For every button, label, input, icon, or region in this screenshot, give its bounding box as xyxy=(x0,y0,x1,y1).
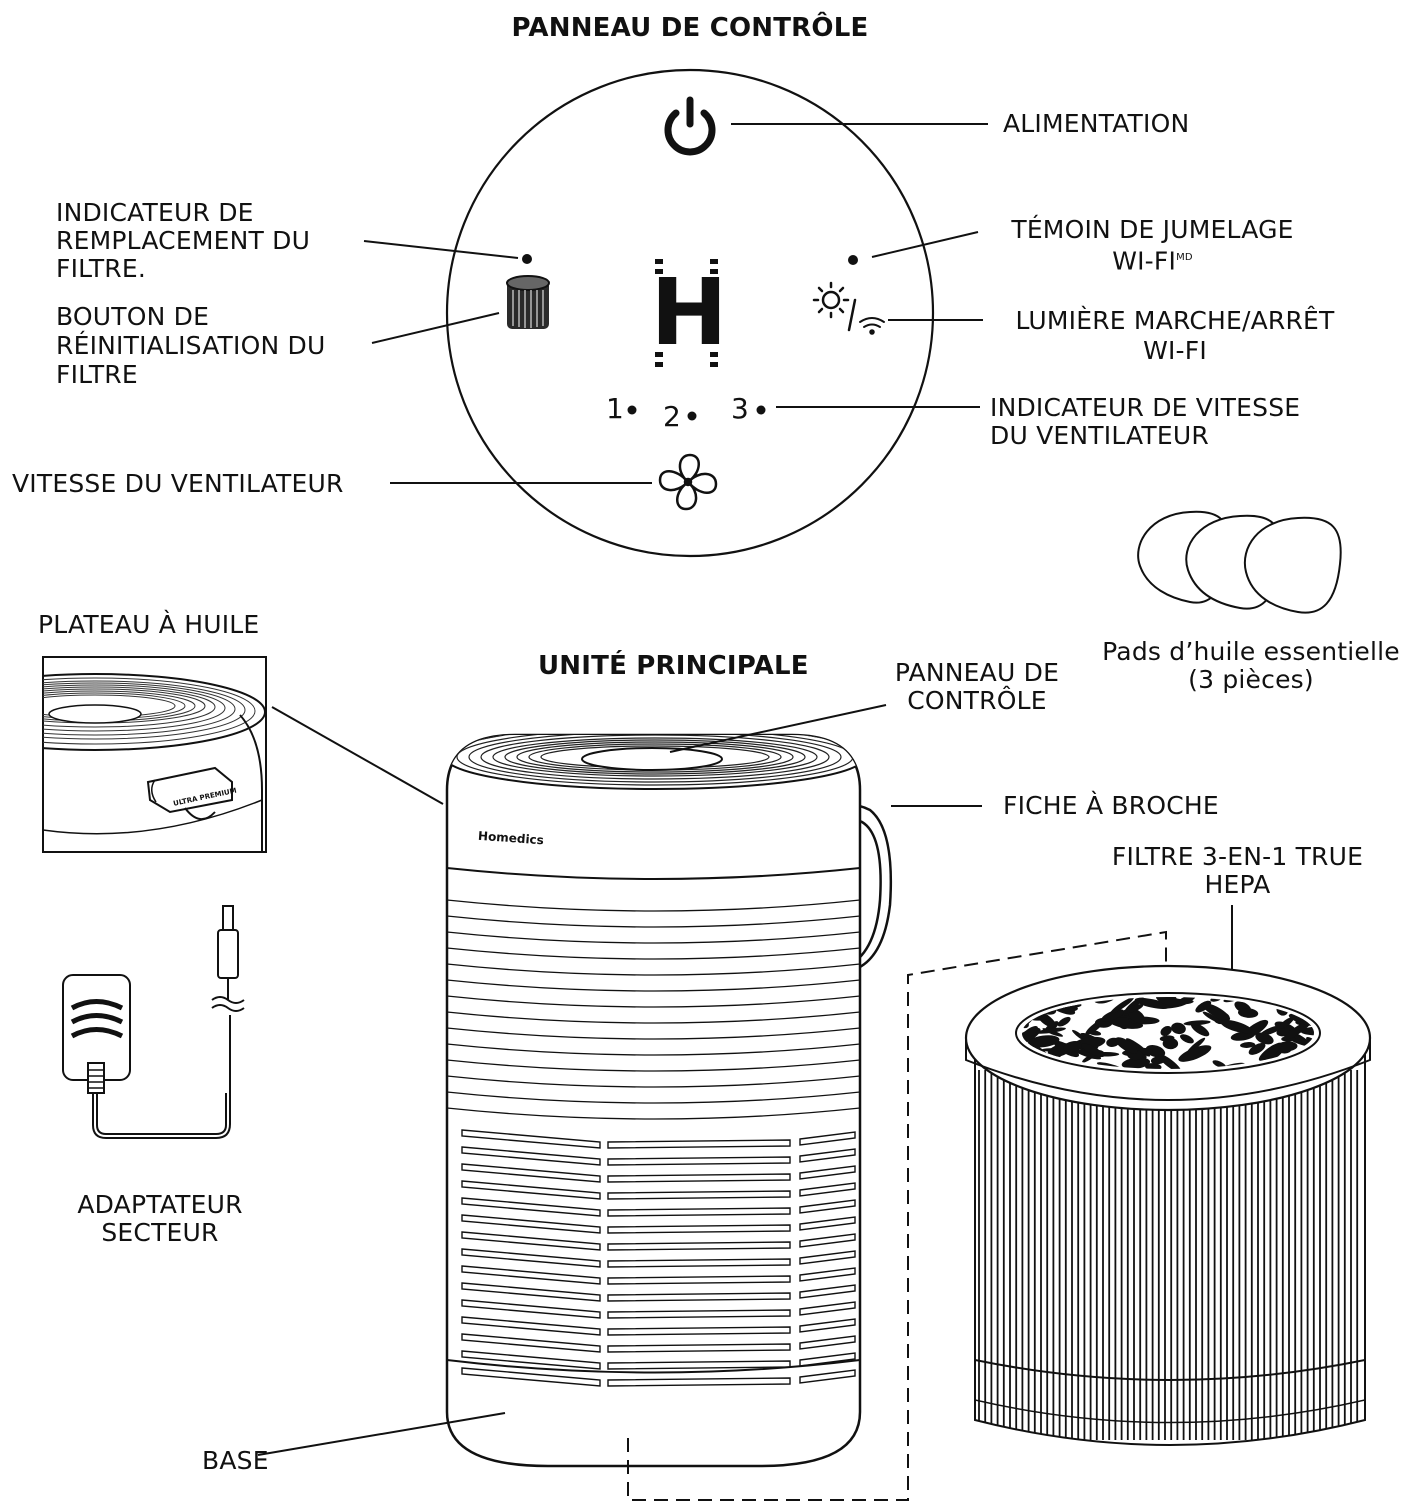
filter-reset-label: BOUTON DE RÉINITIALISATION DU FILTRE xyxy=(56,302,326,389)
fan-icon[interactable] xyxy=(658,453,718,511)
assembly-dashed-line xyxy=(627,930,1167,1501)
speed-1-label: 1 xyxy=(606,392,624,425)
wifi-light-icon[interactable] xyxy=(812,281,885,335)
unit-ribs xyxy=(447,899,860,1120)
speed-3-label: 3 xyxy=(731,392,749,425)
display-h-icon xyxy=(655,259,718,367)
filter-indicator-dot xyxy=(522,254,532,264)
brand-logo: Homedics xyxy=(478,829,545,848)
wifi-pairing-dot xyxy=(848,255,858,265)
display-glyph: H xyxy=(651,259,728,366)
fan-speed-indicator-label: INDICATEUR DE VITESSE DU VENTILATEUR xyxy=(990,393,1301,450)
wifi-pairing-label: TÉMOIN DE JUMELAGE WI-FIMD xyxy=(1011,215,1294,276)
control-panel-title: PANNEAU DE CONTRÔLE xyxy=(511,13,869,43)
main-unit-illustration: Homedics xyxy=(445,733,893,1468)
power-icon xyxy=(664,96,716,156)
panel-ref-label: PANNEAU DE CONTRÔLE xyxy=(894,658,1060,715)
speed-2-label: 2 xyxy=(663,400,681,433)
base-label: BASE xyxy=(202,1446,269,1475)
oil-tray-label: PLATEAU À HUILE xyxy=(38,610,260,639)
oil-pads-label: Pads d’huile essentielle (3 pièces) xyxy=(1102,637,1400,694)
hepa-filter-illustration xyxy=(964,964,1372,1446)
essential-oil-pads-illustration xyxy=(1137,510,1342,614)
power-label: ALIMENTATION xyxy=(1003,109,1190,138)
hepa-filter-label: FILTRE 3-EN-1 TRUE HEPA xyxy=(1111,842,1364,899)
pin-plug-label: FICHE À BROCHE xyxy=(1003,791,1219,820)
control-panel-leader-lines xyxy=(363,123,988,484)
power-adapter-illustration xyxy=(62,905,245,1139)
wifi-light-label: LUMIÈRE MARCHE/ARRÊT WI-FI xyxy=(1015,306,1335,365)
main-unit-title: UNITÉ PRINCIPALE xyxy=(538,651,809,681)
adapter-label: ADAPTATEUR SECTEUR xyxy=(77,1190,243,1247)
unit-vents xyxy=(461,1129,856,1387)
control-panel-illustration: H 1 2 3 xyxy=(445,68,935,558)
oil-tray-illustration: ULTRA PREMIUM xyxy=(42,656,444,853)
speed-1-dot xyxy=(627,405,637,415)
speed-2-dot xyxy=(687,411,697,421)
fan-speed-label: VITESSE DU VENTILATEUR xyxy=(12,469,344,498)
filter-reset-button-icon[interactable] xyxy=(506,275,550,329)
speed-3-dot xyxy=(756,405,766,415)
filter-indicator-label: INDICATEUR DE REMPLACEMENT DU FILTRE. xyxy=(56,198,311,283)
